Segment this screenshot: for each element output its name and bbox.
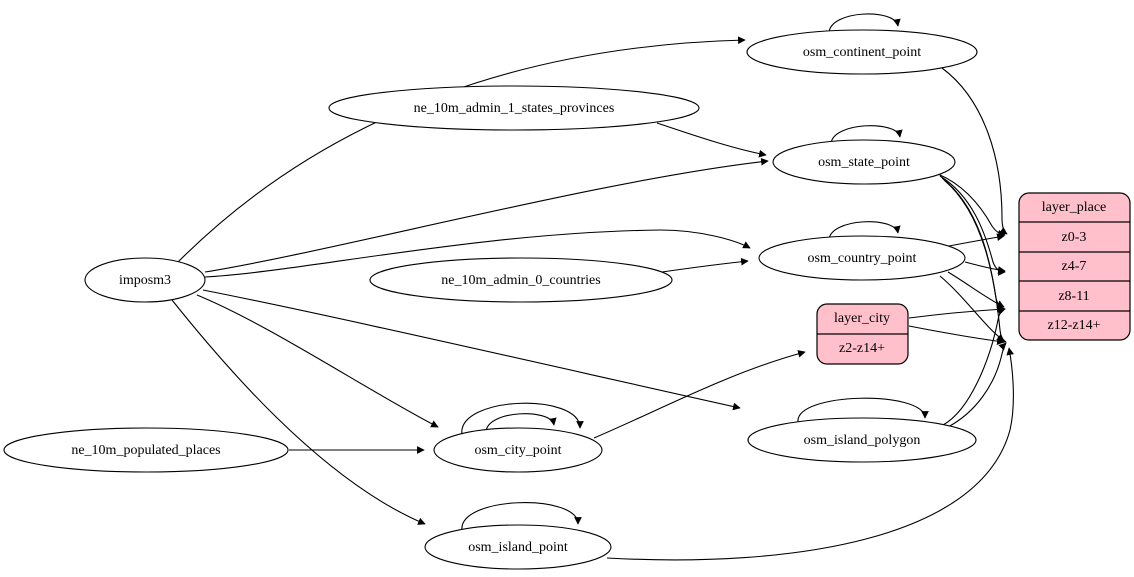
node-ne_10m_populated_places[interactable]: ne_10m_populated_places: [3, 427, 289, 473]
edge-osm_island_point-to-layer_place-z12: [606, 347, 1015, 561]
edge-imposm3-to-osm_country_point: [204, 229, 751, 278]
record-node-layer_place[interactable]: layer_place z0-3 z4-7 z8-11 z12-z14+: [1018, 192, 1131, 341]
edge-selfloop-osm_island_point: [461, 502, 582, 532]
node-osm_state_point[interactable]: osm_state_point: [772, 139, 956, 185]
edge-selfloop-osm_city_point-outer: [461, 402, 584, 436]
edges-layer: [171, 13, 1015, 561]
node-osm_city_point[interactable]: osm_city_point: [433, 427, 603, 473]
edge-layer_city-to-layer_place-z12: [908, 325, 1005, 345]
edge-osm_city_point-to-layer_city-z2: [593, 350, 806, 439]
edge-imposm3-to-osm_continent_point: [177, 36, 746, 263]
edge-selfloop-osm_state_point: [830, 125, 903, 145]
edge-osm_island_polygon-to-layer_place-z12: [947, 342, 1007, 428]
node-ne_10m_admin_0_countries[interactable]: ne_10m_admin_0_countries: [369, 257, 673, 303]
nodes-layer: imposm3 ne_10m_admin_1_states_provinces …: [3, 29, 978, 570]
edge-selfloop-osm_city_point: [485, 413, 557, 433]
edge-imposm3-to-osm_island_point: [171, 299, 426, 525]
edge-osm_country_point-to-layer_place-z8-11: [947, 271, 1005, 308]
node-osm_island_point[interactable]: osm_island_point: [424, 524, 612, 570]
edge-osm_island_polygon-to-layer_place-z8-11: [942, 307, 1006, 426]
node-imposm3[interactable]: imposm3: [84, 257, 206, 303]
edge-selfloop-osm_continent_point: [828, 13, 901, 34]
node-osm_continent_point[interactable]: osm_continent_point: [746, 29, 978, 75]
edge-osm_country_point-to-layer_place-z4-7: [964, 261, 1006, 274]
edge-selfloop-osm_island_polygon: [797, 397, 929, 423]
edge-ne_10m_admin_1_states_provinces-to-osm_state_point: [656, 122, 767, 158]
edge-layer_city-to-layer_place-z8-11: [908, 305, 1005, 319]
node-osm_country_point[interactable]: osm_country_point: [758, 235, 966, 281]
edge-osm_state_point-to-layer_place-z8-11: [941, 177, 1006, 313]
node-ne_10m_admin_1_states_provinces[interactable]: ne_10m_admin_1_states_provinces: [328, 85, 700, 131]
edge-osm_country_point-to-layer_place-z0-3: [948, 233, 1005, 247]
edge-osm_continent_point-to-layer_place-z0-3: [941, 67, 1008, 235]
edge-selfloop-osm_country_point: [828, 221, 901, 241]
edge-imposm3-to-osm_island_polygon: [202, 289, 741, 411]
record-node-layer_city[interactable]: layer_city z2-z14+: [816, 303, 909, 365]
edge-imposm3-to-osm_city_point: [196, 294, 439, 428]
node-osm_island_polygon[interactable]: osm_island_polygon: [747, 417, 977, 463]
edge-ne_10m_admin_0_countries-to-osm_country_point: [661, 257, 749, 273]
edge-imposm3-to-osm_state_point: [204, 157, 769, 273]
